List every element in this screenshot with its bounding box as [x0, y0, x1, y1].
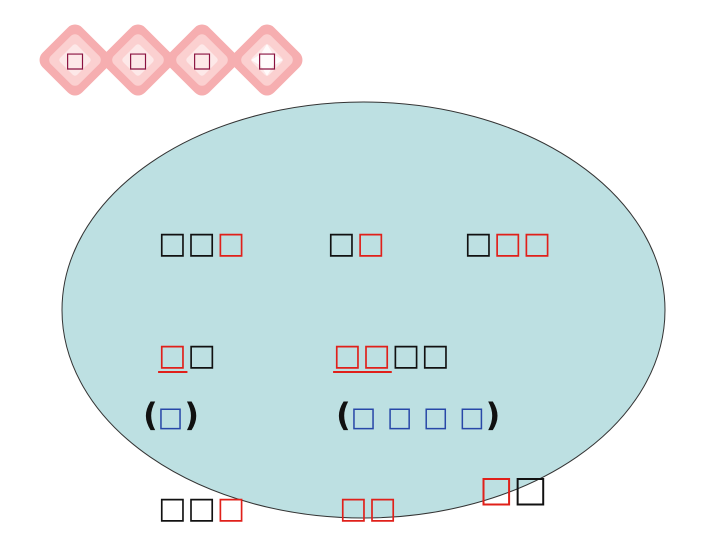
badge-2: □ — [96, 18, 180, 102]
row3-word2: (□ □ □ □) — [326, 378, 500, 436]
row4-word1: □□□ — [137, 455, 246, 527]
row2-word1-marked: □ — [158, 338, 188, 373]
row1-word1: □□□ — [137, 190, 246, 262]
row3-word1-close-paren: ) — [184, 396, 199, 434]
row4-word2: □□ — [318, 455, 398, 527]
row2-word2-marked: □□ — [333, 338, 392, 373]
badge-diamond-icon — [166, 24, 238, 96]
row4-word1-prefix: □□ — [158, 491, 217, 526]
badge-1: □ — [33, 18, 117, 102]
row1-word2: □□ — [306, 190, 386, 262]
row3-word2-open-paren: ( — [336, 396, 351, 434]
row4-word3-rest: □ — [513, 469, 548, 510]
row2-word1: □□ — [137, 302, 217, 374]
row4-word3-large: □ — [479, 469, 514, 510]
row3-word2-reading: □ □ □ □ — [350, 402, 486, 433]
row2-word2: □□□□ — [312, 302, 450, 374]
badge-1-label: □ — [65, 48, 85, 72]
content-ellipse — [61, 101, 666, 519]
ellipse-shape — [61, 101, 666, 519]
row4-word3: □□ — [469, 450, 547, 511]
row2-word1-rest: □ — [187, 338, 217, 373]
row1-word2-prefix: □ — [327, 226, 357, 261]
row4-word1-suffix: □ — [216, 491, 247, 526]
row3-word2-close-paren: ) — [485, 396, 501, 434]
badge-diamond-icon — [39, 24, 111, 96]
badge-2-label: □ — [128, 48, 148, 72]
badge-4: □ — [225, 18, 309, 102]
row4-word2-text: □□ — [339, 491, 398, 526]
badge-diamond-icon — [231, 24, 303, 96]
row1-word1-suffix: □ — [216, 226, 247, 261]
row3-word1-reading: □ — [157, 402, 185, 433]
row1-word3: □□□ — [443, 190, 552, 262]
badge-3: □ — [160, 18, 244, 102]
row2-word2-rest: □□ — [391, 338, 451, 373]
badge-3-label: □ — [192, 48, 212, 72]
row1-word2-suffix: □ — [356, 226, 386, 261]
row1-word3-prefix: □ — [464, 226, 494, 261]
row1-word3-suffix: □□ — [493, 226, 553, 261]
badge-4-label: □ — [257, 48, 277, 72]
row3-word1-open-paren: ( — [143, 396, 158, 434]
row1-word1-prefix: □□ — [158, 226, 217, 261]
badge-diamond-icon — [102, 24, 174, 96]
row3-word1: (□) — [133, 378, 199, 436]
